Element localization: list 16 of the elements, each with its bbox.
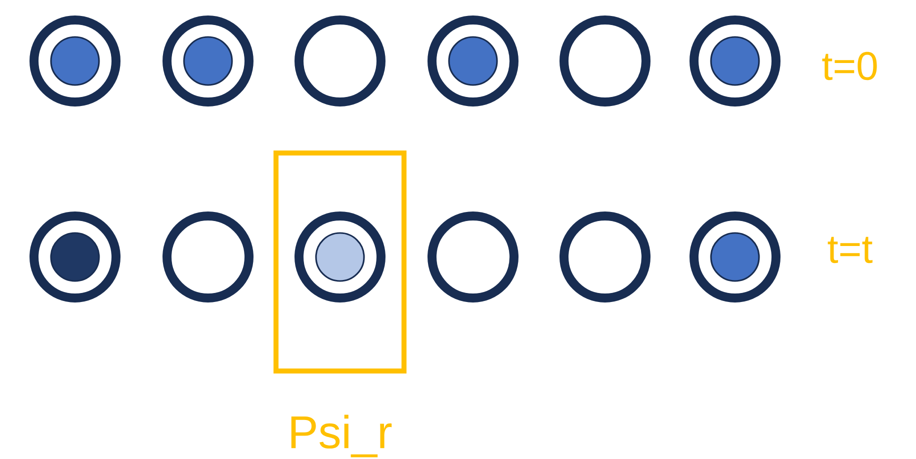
ring [30,16,120,106]
ring [162,16,254,106]
time-label: t=t [828,236,873,264]
ring [428,16,518,106]
ring [428,212,518,302]
ring [560,16,650,106]
time-label: t=0 [822,52,877,80]
ring [30,212,120,302]
ring [162,212,254,302]
ring [690,212,780,302]
frame [274,150,406,374]
ring [294,212,386,302]
node-label: Psi_r [291,414,392,458]
ring [560,212,650,302]
ring [690,16,780,106]
ring [294,16,386,106]
